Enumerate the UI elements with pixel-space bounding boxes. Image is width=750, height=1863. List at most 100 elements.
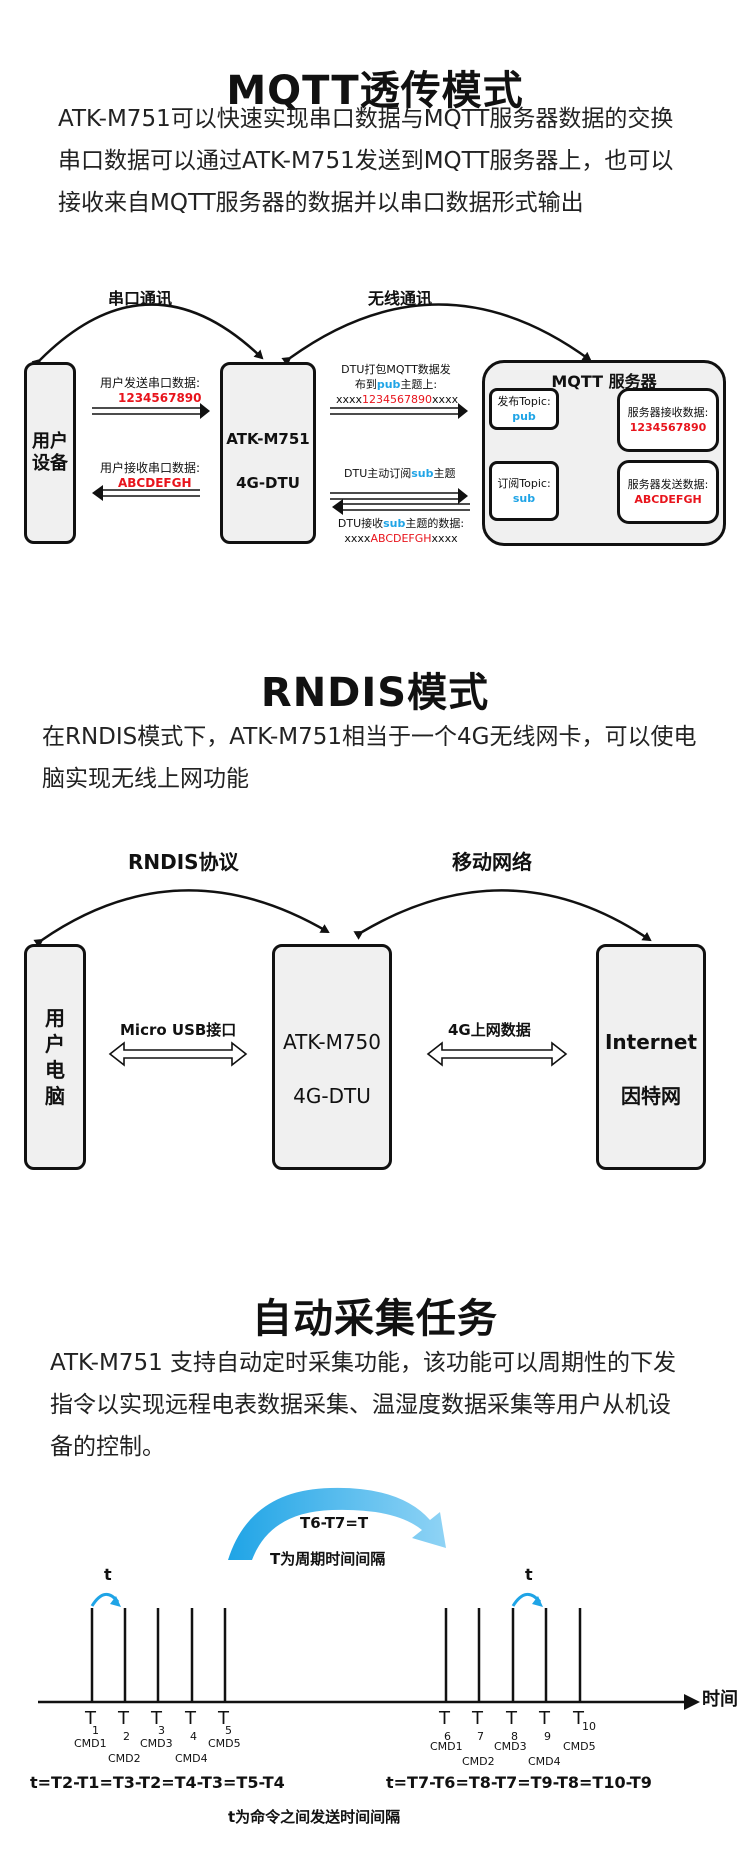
4g-data-label: 4G上网数据 [448,1021,531,1039]
pub-topic-value: pub [512,410,536,423]
auto-desc-line: 备的控制。 [50,1434,165,1460]
auto-title: 自动采集任务 [252,1296,498,1342]
dtu-line: ATK-M751 [226,430,310,448]
sub-caption-text: 主题 [433,467,456,480]
cmd-label: CMD2 [462,1755,495,1768]
pub-caption-line1: DTU打包MQTT数据发 [341,363,451,376]
mqtt-desc-line: ATK-M751可以快速实现串口数据与MQTT服务器数据的交换 [58,106,674,132]
user-pc-char: 电 [45,1058,65,1082]
tick-label: T5 [218,1708,232,1737]
server-recv-value: 1234567890 [629,421,707,434]
sub-topic-value: sub [512,492,536,505]
cmd-label: CMD1 [430,1740,463,1753]
wireless-comm-label: 无线通讯 [368,289,433,308]
sub-caption-text: DTU主动订阅 [344,467,412,480]
internet-line: 因特网 [621,1084,681,1108]
tick-label: T6 [439,1708,451,1743]
sub-caption: DTU主动订阅sub主题 [344,465,456,483]
rndis-description: 在RNDIS模式下，ATK-M751相当于一个4G无线网卡，可以使电 脑实现无线… [42,716,696,800]
cmd-label: CMD4 [528,1755,561,1768]
pub-topic-box: 发布Topic: pub [489,388,559,430]
subrecv-caption-text: xxxx [344,532,371,545]
mobile-network-label: 移动网络 [452,850,532,874]
server-send-box: 服务器发送数据: ABCDEFGH [617,460,719,524]
rndis-title: RNDIS模式 [260,670,490,716]
rndis-protocol-label: RNDIS协议 [128,850,239,874]
sub-topic-label: 订阅Topic: [497,477,551,490]
sub-topic-box: 订阅Topic: sub [489,461,559,521]
auto-description: ATK-M751 支持自动定时采集功能，该功能可以周期性的下发 指令以实现远程电… [50,1342,676,1468]
user-pc-char: 户 [45,1032,65,1056]
tick-label: T3 [151,1708,165,1737]
pub-caption-text: xxxx [336,393,363,406]
user-pc-char: 脑 [45,1084,65,1108]
dtu-box-rndis: ATK-M750 4G-DTU [272,944,392,1170]
equation-left: t=T2-T1=T3-T2=T4-T3=T5-T4 [30,1773,285,1792]
dtu-line: ATK-M750 [282,1030,381,1054]
mqtt-description: ATK-M751可以快速实现串口数据与MQTT服务器数据的交换 串口数据可以通过… [58,98,673,224]
cmd-label: CMD4 [175,1752,208,1765]
auto-desc-line: ATK-M751 支持自动定时采集功能，该功能可以周期性的下发 [50,1350,677,1376]
user-device-line: 设备 [32,453,68,474]
cmd-label: CMD5 [563,1740,596,1753]
user-send-value: 1234567890 [118,391,202,405]
sub-topic-inline: sub [383,517,406,530]
pub-caption-text: 主题上: [400,378,438,391]
period-label: T6-T7=T [300,1514,369,1532]
equation-right: t=T7-T6=T8-T7=T9-T8=T10-T9 [386,1773,652,1792]
tick-label: T9 [539,1708,551,1743]
pub-caption: DTU打包MQTT数据发 布到pub主题上: xxxx1234567890xxx… [336,362,459,407]
user-pc-char: 用 [45,1006,65,1030]
server-recv-label: 服务器接收数据: [627,406,709,419]
subrecv-data-inline: ABCDEFGH [370,532,432,545]
micro-usb-label: Micro USB接口 [120,1021,237,1039]
user-recv-value: ABCDEFGH [118,476,192,490]
user-pc-box: 用 户 电 脑 [24,944,86,1170]
user-device-box: 用户 设备 [24,362,76,544]
pub-caption-text: xxxx [432,393,459,406]
pub-caption-text: 布到 [354,378,377,391]
tick-label: T1 [85,1708,99,1737]
user-recv-label: 用户接收串口数据: [100,461,201,475]
subrecv-caption: DTU接收sub主题的数据: xxxxABCDEFGHxxxx [336,516,466,546]
subrecv-caption-text: DTU接收 [337,517,384,530]
mqtt-desc-line: 串口数据可以通过ATK-M751发送到MQTT服务器上，也可以 [58,148,674,174]
dtu-line: 4G-DTU [293,1084,371,1108]
tick-label: T4 [185,1708,197,1743]
mqtt-desc-line: 接收来自MQTT服务器的数据并以串口数据形式输出 [58,190,584,216]
cmd-label: CMD5 [208,1737,241,1750]
cmd-label: CMD1 [74,1737,107,1750]
time-axis-label: 时间 [702,1689,738,1710]
auto-desc-line: 指令以实现远程电表数据采集、温湿度数据采集等用户从机设 [50,1392,671,1418]
tick-label: T7 [472,1708,484,1743]
tick-label: T8 [506,1708,518,1743]
tick-label: T2 [118,1708,130,1743]
cmd-label: CMD3 [494,1740,527,1753]
cmd-label: CMD3 [140,1737,173,1750]
mqtt-server-title: MQTT 服务器 [551,372,657,391]
internet-box: Internet 因特网 [596,944,706,1170]
user-send-label: 用户发送串口数据: [100,376,201,390]
dtu-line: 4G-DTU [236,474,300,492]
sub-topic-inline: sub [411,467,434,480]
server-send-label: 服务器发送数据: [627,478,709,491]
server-send-value: ABCDEFGH [634,493,702,506]
rndis-desc-line: 在RNDIS模式下，ATK-M751相当于一个4G无线网卡，可以使电 [42,724,697,750]
user-device-line: 用户 [32,431,68,452]
pub-topic-label: 发布Topic: [497,395,551,408]
mqtt-title: MQTT透传模式 [226,68,524,114]
server-recv-box: 服务器接收数据: 1234567890 [617,388,719,452]
internet-line: Internet [604,1030,698,1054]
t-interval-right: t [525,1565,533,1584]
subrecv-caption-text: 主题的数据: [405,517,465,530]
cmd-label: CMD2 [108,1752,141,1765]
dtu-box-mqtt: ATK-M751 4G-DTU [220,362,316,544]
rndis-desc-line: 脑实现无线上网功能 [42,766,249,792]
subrecv-caption-text: xxxx [431,532,458,545]
period-desc: T为周期时间间隔 [270,1550,386,1568]
tick-label: T10 [573,1708,596,1733]
t-interval-left: t [104,1565,112,1584]
pub-topic-inline: pub [376,378,401,391]
serial-comm-label: 串口通讯 [108,289,173,308]
